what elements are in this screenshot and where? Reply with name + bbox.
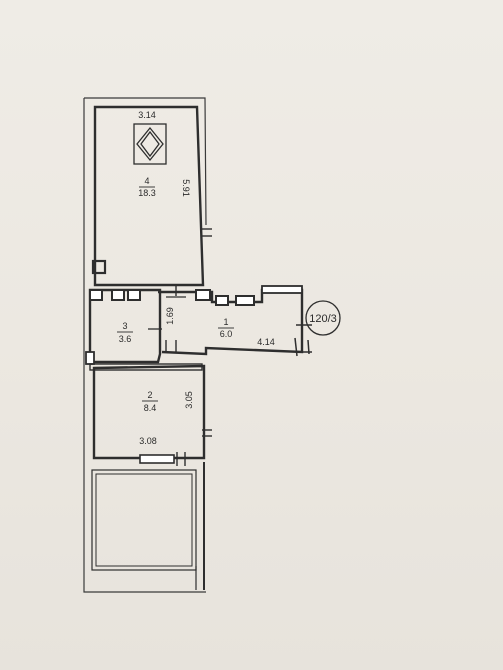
plan-badge: 120/3 <box>305 300 341 336</box>
dimension-room-4-length: 5.91 <box>181 179 191 197</box>
room-1-number: 1 <box>223 317 228 327</box>
ceiling-fixture-icon <box>133 123 167 165</box>
plan-badge-label: 120/3 <box>309 313 337 325</box>
room-2-number: 2 <box>147 390 152 400</box>
wall-block <box>195 289 211 301</box>
dimension-labels: 3.14 5.91 1.69 4.14 3.05 3.08 <box>138 110 275 446</box>
ventilation-shaft-icon <box>91 259 107 275</box>
room-4-number: 4 <box>144 176 149 186</box>
room-4-area: 18.3 <box>138 188 156 198</box>
room-4 <box>91 105 212 287</box>
wall-block <box>85 351 95 365</box>
room-3-walls <box>88 288 162 364</box>
wall-block <box>89 289 103 301</box>
balcony-inner <box>95 473 193 567</box>
room-3-area: 3.6 <box>119 334 132 344</box>
room-labels: 4 18.3 1 6.0 3 3.6 2 8.4 <box>117 176 234 413</box>
wall-block <box>89 363 203 371</box>
outer-outline <box>83 97 207 593</box>
dimension-room-2-length: 3.05 <box>184 391 194 409</box>
balcony-outline <box>91 469 197 571</box>
room-1 <box>158 284 312 357</box>
plan-badge-circle <box>305 300 341 336</box>
entrance-door <box>307 339 310 355</box>
room-2-area: 8.4 <box>144 403 157 413</box>
wall-block <box>261 285 303 294</box>
dimension-room-1-length: 4.14 <box>257 337 275 347</box>
dimension-room-3-length: 1.69 <box>165 307 175 325</box>
room-4-walls <box>93 105 205 287</box>
dimension-room-2-width: 3.08 <box>139 436 157 446</box>
balcony-door <box>139 454 175 464</box>
wall-block <box>127 289 141 301</box>
room-1-area: 6.0 <box>220 329 233 339</box>
room-1-walls <box>158 288 304 356</box>
wall-block <box>215 295 229 306</box>
dimension-room-4-width: 3.14 <box>138 110 156 120</box>
wall-block <box>111 289 125 301</box>
room-2 <box>89 363 212 466</box>
room-3 <box>85 288 162 365</box>
room-3-number: 3 <box>122 321 127 331</box>
balcony <box>91 462 205 590</box>
room-2-walls <box>92 364 206 460</box>
entrance-door <box>294 337 298 357</box>
wall-block <box>235 295 255 306</box>
